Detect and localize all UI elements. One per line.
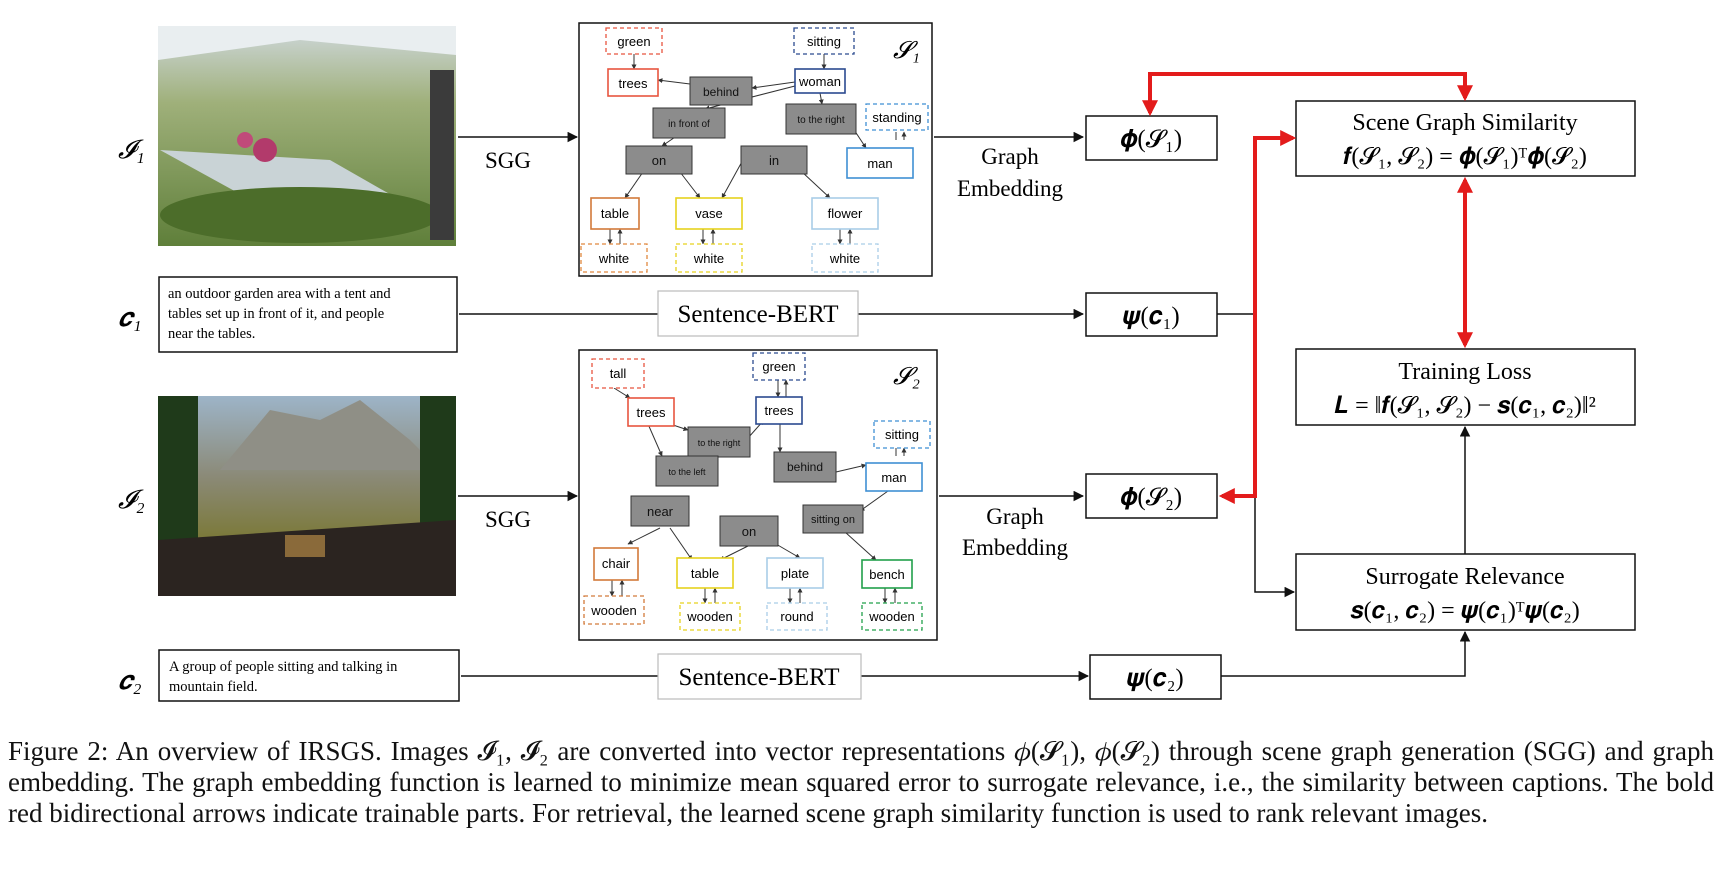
g2-node-plate: plate (781, 566, 809, 581)
g1-node-in: in (769, 153, 779, 168)
g1-node-trees: trees (619, 76, 648, 91)
scene-graph-2-title: 𝓢₂ (893, 364, 920, 390)
phi-s2-label: 𝝓(𝓢₂) (1120, 484, 1182, 511)
caption-2-line-1: A group of people sitting and talking in (169, 659, 398, 675)
similarity-title: Scene Graph Similarity (1352, 110, 1577, 136)
g2-node-sitting-on: sitting on (811, 514, 855, 526)
caption-1-line-2: tables set up in front of it, and people (168, 306, 384, 322)
g1-node-behind: behind (703, 85, 739, 99)
caption-2-box (158, 649, 460, 702)
scene-graph-1-title: 𝓢₁ (893, 38, 920, 64)
caption-2-label: 𝒄₂ (118, 666, 142, 695)
g1-node-white-1: white (598, 251, 629, 266)
g2-node-wooden-2: wooden (686, 609, 733, 624)
loss-box (1295, 348, 1636, 426)
phi-s1-label: 𝝓(𝓢₁) (1120, 126, 1182, 153)
photo-garden-image (158, 26, 456, 246)
photo-mountain-image (158, 396, 456, 596)
red-phi2-similarity-arrow (1218, 130, 1297, 504)
g2-node-wooden-1: wooden (590, 603, 637, 618)
g1-node-on: on (652, 153, 666, 168)
red-phi1-similarity-arrow (1142, 72, 1473, 117)
caption-1-line-1: an outdoor garden area with a tent and (168, 286, 391, 302)
sbert-1-box (657, 290, 859, 337)
psi2-to-relevance-arrow (1221, 630, 1471, 677)
embed-label-2b: Embedding (962, 535, 1069, 560)
relevance-formula: 𝒔(𝒄₁, 𝒄₂) = 𝝍(𝒄₁)ᵀ𝝍(𝒄₂) (1350, 598, 1580, 624)
loss-formula: 𝑳 = ‖𝒇(𝓢₁, 𝓢₂) − 𝒔(𝒄₁, 𝒄₂)‖² (1334, 393, 1596, 419)
relevance-box (1295, 553, 1636, 631)
embed-label-2a: Graph (986, 504, 1044, 529)
g1-node-woman: woman (798, 74, 841, 89)
g2-node-bench: bench (869, 567, 904, 582)
g2-node-tall: tall (610, 366, 627, 381)
g1-node-white-2: white (693, 251, 724, 266)
g2-node-man: man (881, 470, 906, 485)
g2-node-wooden-3: wooden (868, 609, 915, 624)
sgg-label-2: SGG (485, 507, 531, 532)
g2-node-table: table (691, 566, 719, 581)
g2-node-chair: chair (602, 556, 631, 571)
g2-node-near: near (647, 504, 674, 519)
scene-graph-2: 𝓢₂ (578, 349, 938, 641)
embed-label-1b: Embedding (957, 176, 1064, 201)
image-2-label: 𝓘₂ (118, 485, 145, 514)
caption-1-line-3: near the tables. (168, 326, 255, 342)
caption-2-line-2: mountain field. (169, 679, 258, 695)
g2-node-to-the-left: to the left (668, 467, 706, 477)
sbert-2-box (657, 653, 862, 700)
g2-node-trees-2: trees (765, 403, 794, 418)
scene-graph-1: 𝓢₁ green sitting (578, 22, 933, 277)
g2-node-behind: behind (787, 460, 823, 474)
g1-node-vase: vase (695, 206, 722, 221)
g1-node-white-3: white (829, 251, 860, 266)
psi-c2-label: 𝝍(𝒄₂) (1126, 665, 1184, 692)
similarity-formula: 𝒇(𝓢₁, 𝓢₂) = 𝝓(𝓢₁)ᵀ𝝓(𝓢₂) (1343, 144, 1587, 170)
g2-node-round: round (780, 609, 813, 624)
sbert-1-label: Sentence-BERT (678, 301, 839, 328)
caption-1-label: 𝒄₁ (118, 303, 142, 332)
g1-node-sitting: sitting (807, 34, 841, 49)
g1-node-to-the-right: to the right (797, 115, 844, 126)
g2-node-to-the-right: to the right (698, 438, 741, 448)
loss-title: Training Loss (1398, 359, 1531, 385)
g1-node-man: man (867, 156, 892, 171)
caption-1-box (158, 276, 458, 353)
psi-c2-box (1089, 654, 1222, 700)
g1-node-green: green (617, 34, 650, 49)
phi-s2-box (1085, 473, 1218, 519)
relevance-title: Surrogate Relevance (1365, 564, 1564, 590)
sgg-label-1: SGG (485, 148, 531, 173)
g1-node-table: table (601, 206, 629, 221)
sbert-2-label: Sentence-BERT (679, 664, 840, 691)
image-1-label: 𝓘₁ (118, 135, 145, 164)
phi-s1-box (1085, 115, 1218, 161)
g2-node-on: on (742, 524, 756, 539)
g2-node-trees-1: trees (637, 405, 666, 420)
g1-node-in-front-of: in front of (668, 119, 710, 130)
embed-label-1a: Graph (981, 144, 1039, 169)
psi-c1-label: 𝝍(𝒄₁) (1122, 303, 1180, 330)
g2-node-sitting: sitting (885, 427, 919, 442)
g1-node-flower: flower (828, 206, 863, 221)
figure-caption: Figure 2: An overview of IRSGS. Images 𝓘… (8, 736, 1714, 828)
g1-node-standing: standing (872, 110, 921, 125)
g2-node-green: green (762, 359, 795, 374)
